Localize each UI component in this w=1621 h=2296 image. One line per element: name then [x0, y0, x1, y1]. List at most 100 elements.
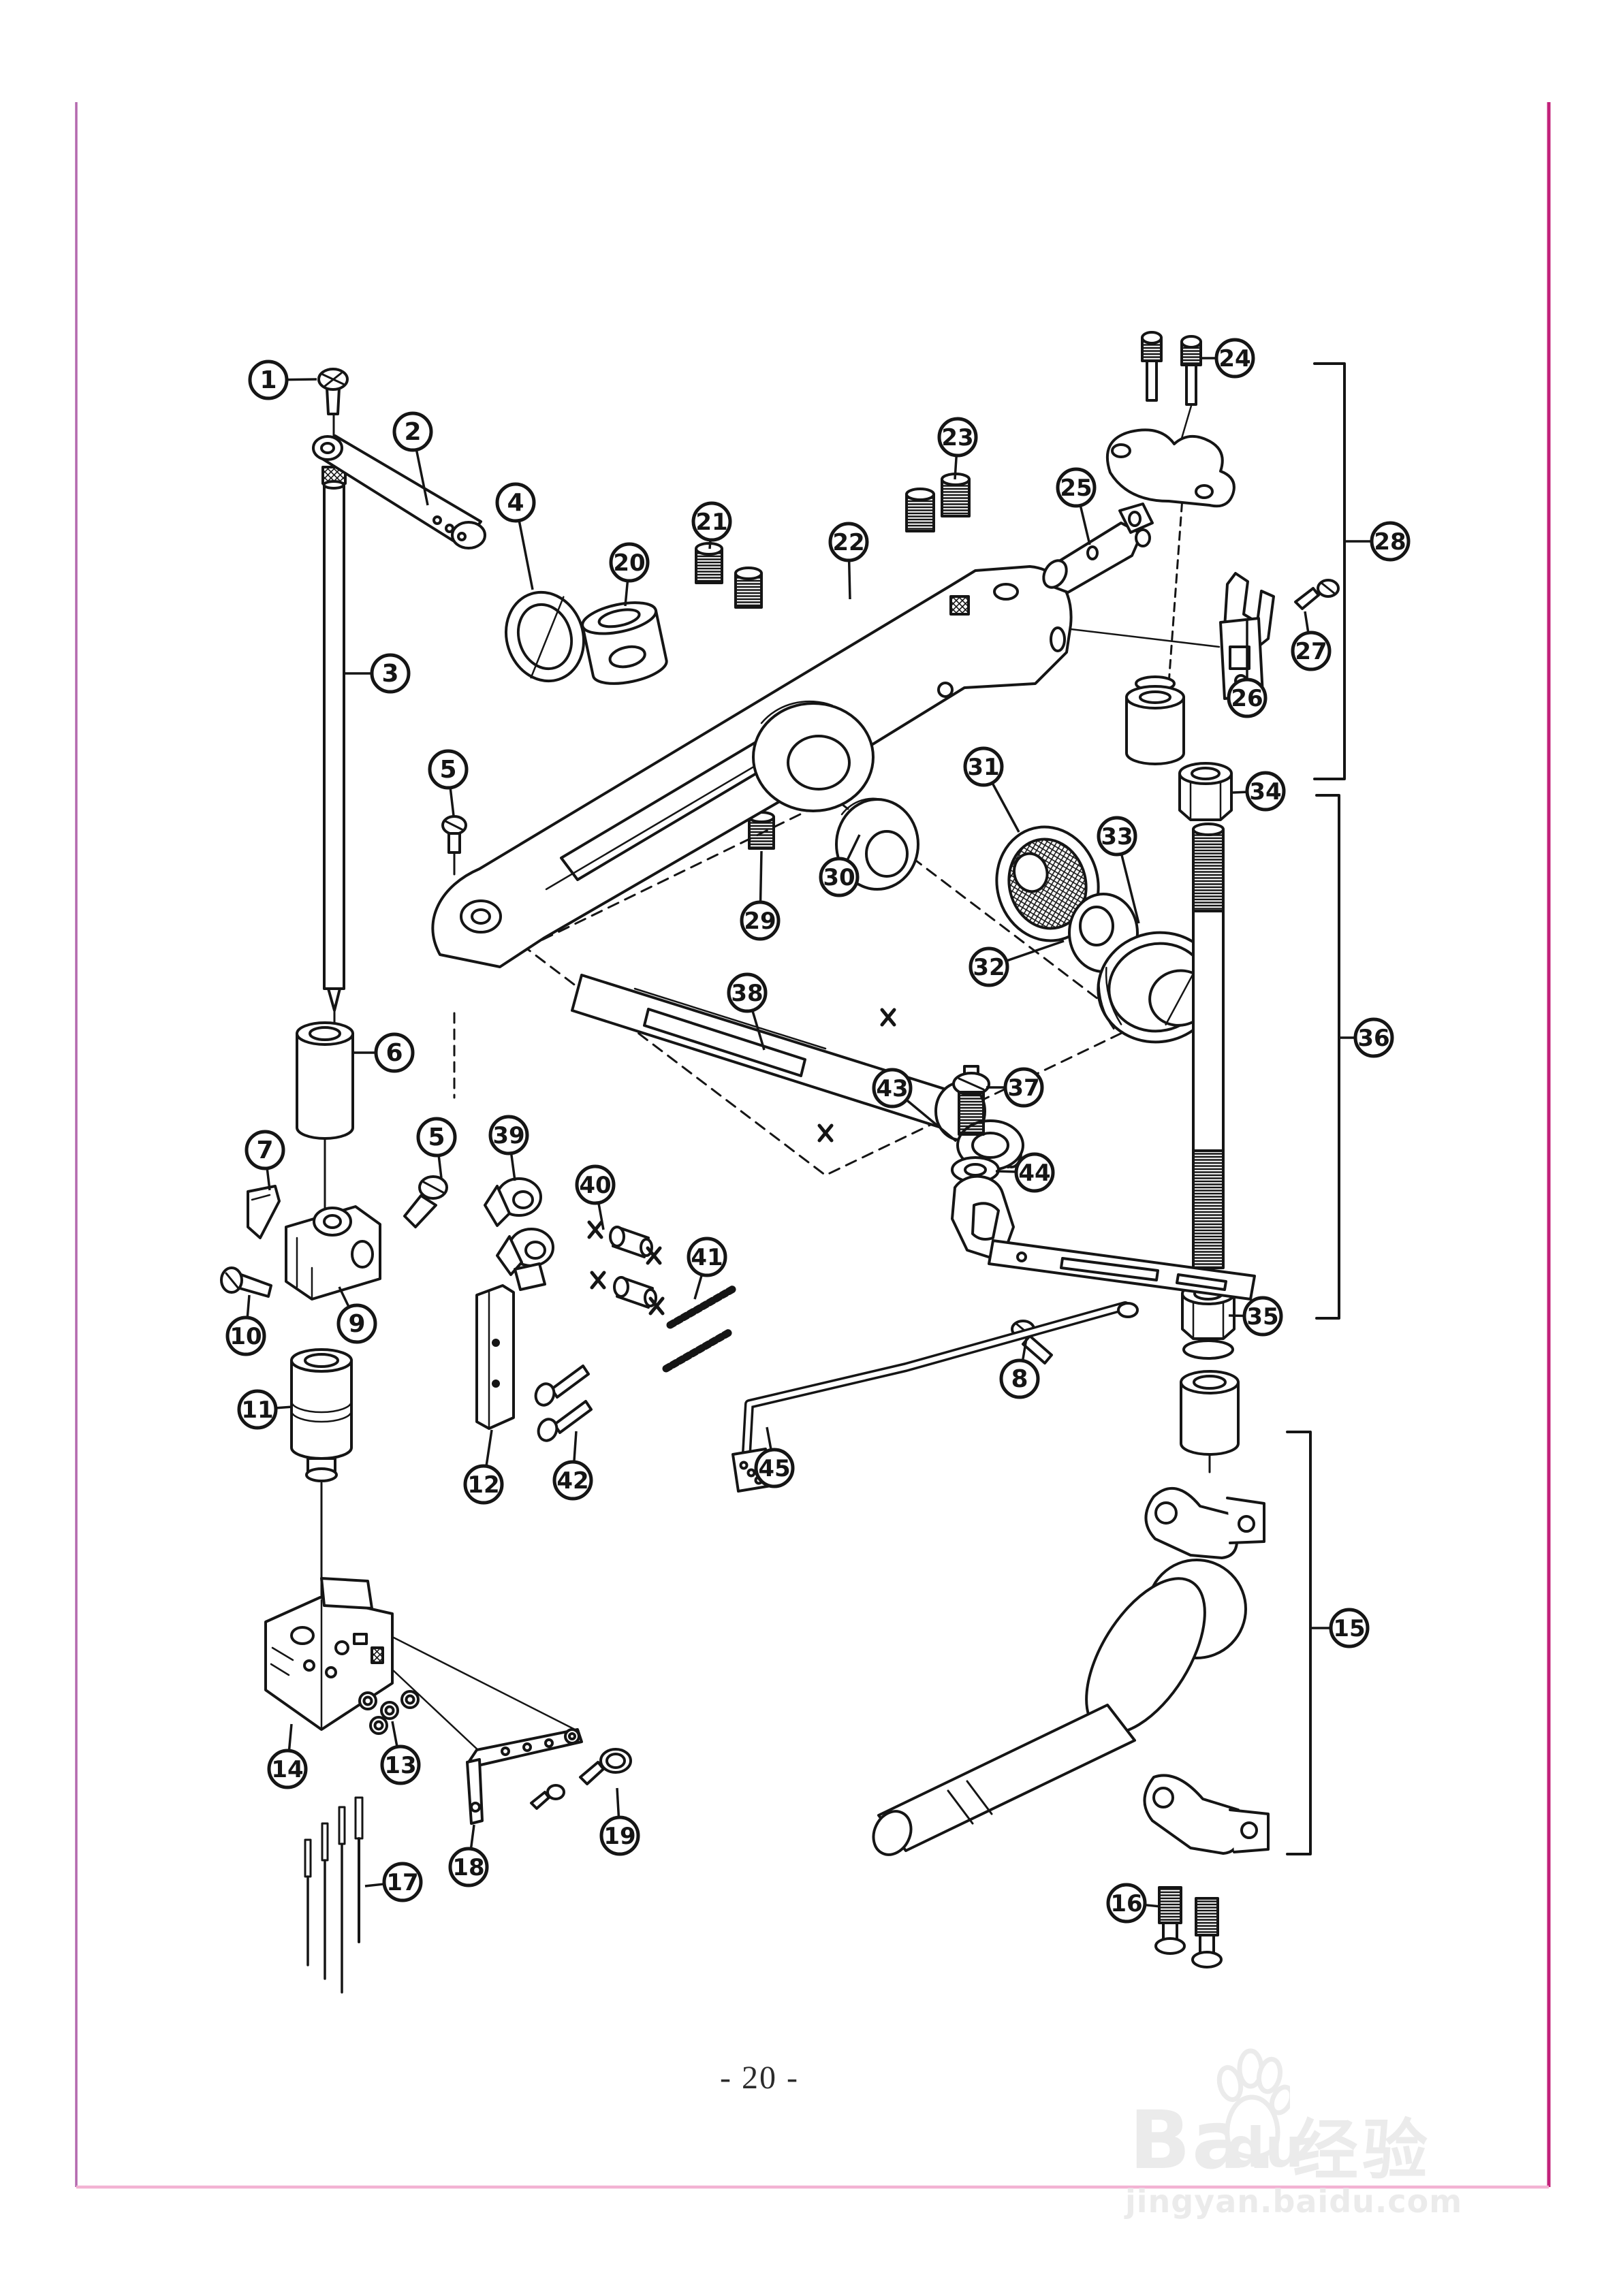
callout-7: 7: [247, 1132, 283, 1190]
svg-text:5: 5: [439, 756, 456, 784]
callout-11: 11: [239, 1391, 293, 1428]
part-4-ring: [494, 582, 595, 691]
svg-text:44: 44: [1018, 1160, 1050, 1187]
svg-text:9: 9: [348, 1310, 365, 1338]
svg-text:14: 14: [271, 1756, 303, 1783]
svg-text:37: 37: [1007, 1074, 1039, 1102]
watermark-url: jingyan.baidu.com: [1125, 2183, 1384, 2220]
part-6-bushing: [297, 1023, 353, 1219]
part-16-screws: [1156, 1887, 1221, 1967]
svg-text:45: 45: [758, 1455, 790, 1482]
svg-text:32: 32: [973, 954, 1005, 981]
svg-text:40: 40: [579, 1172, 611, 1199]
part-39-yoke: [485, 1179, 553, 1290]
svg-text:33: 33: [1101, 823, 1133, 850]
part-3-rod: [323, 415, 345, 1031]
part-34-nut: [1180, 763, 1231, 820]
svg-text:31: 31: [967, 754, 999, 781]
part-11-cylinder: [292, 1350, 351, 1597]
part-7-wedge: [248, 1186, 279, 1238]
svg-text:16: 16: [1110, 1890, 1142, 1917]
callout-29: 29: [742, 851, 778, 939]
svg-text:5: 5: [428, 1123, 445, 1151]
callout-22: 22: [830, 524, 867, 599]
part-1-screw: [319, 369, 347, 414]
svg-text:26: 26: [1231, 685, 1263, 712]
part-17-needles: [305, 1798, 362, 1992]
part-20-bushing: [580, 597, 670, 689]
callout-42: 42: [554, 1431, 591, 1499]
svg-text:35: 35: [1246, 1303, 1278, 1330]
callout-28: 28: [1346, 523, 1408, 560]
callout-27: 27: [1293, 611, 1329, 669]
part-10-screw: [221, 1268, 271, 1296]
callout-6: 6: [354, 1034, 413, 1071]
svg-text:20: 20: [613, 549, 645, 577]
callout-14: 14: [269, 1724, 306, 1787]
part-18-bracket: [467, 1729, 582, 1823]
svg-text:10: 10: [230, 1323, 262, 1350]
part-27-screw: [1295, 580, 1338, 609]
parts-artwork: [221, 332, 1344, 1992]
part-37-screw: [954, 1066, 989, 1134]
part-21-setscrews: [696, 543, 761, 607]
svg-text:13: 13: [384, 1752, 416, 1779]
callout-15: 15: [1310, 1610, 1368, 1646]
svg-text:1: 1: [259, 366, 277, 394]
page-frame: [76, 102, 1549, 2187]
callout-4: 4: [497, 484, 534, 590]
svg-text:25: 25: [1060, 475, 1092, 502]
svg-text:30: 30: [823, 864, 855, 891]
svg-text:21: 21: [695, 509, 727, 536]
svg-text:36: 36: [1357, 1025, 1389, 1052]
callout-17: 17: [365, 1864, 421, 1900]
callout-36: 36: [1340, 1019, 1392, 1056]
callout-25: 25: [1058, 469, 1095, 545]
part-12-bar: [477, 1286, 514, 1429]
callout-18: 18: [450, 1825, 487, 1885]
callout-1: 1: [250, 362, 317, 398]
svg-text:28: 28: [1374, 528, 1406, 556]
callout-31: 31: [965, 748, 1019, 832]
callout-10: 10: [227, 1295, 264, 1354]
callout-37: 37: [986, 1069, 1042, 1106]
callout-23: 23: [939, 419, 976, 479]
callout-40: 40: [577, 1166, 614, 1230]
svg-text:22: 22: [832, 529, 864, 556]
svg-text:3: 3: [381, 660, 398, 688]
watermark-jingyan-cjk: 经验: [1293, 2097, 1432, 2192]
callout-41: 41: [689, 1239, 725, 1299]
part-9-block: [286, 1207, 380, 1299]
svg-text:42: 42: [556, 1467, 588, 1495]
svg-text:2: 2: [404, 418, 421, 446]
part-41-pins: [666, 1288, 734, 1369]
svg-text:29: 29: [744, 908, 776, 935]
part-5b-screw: [405, 1177, 447, 1227]
callout-9: 9: [339, 1287, 375, 1342]
callout-35: 35: [1229, 1298, 1281, 1335]
callout-20: 20: [611, 544, 648, 606]
svg-text:34: 34: [1249, 778, 1281, 806]
callout-3: 3: [343, 655, 409, 692]
part-26-bracket: [1127, 573, 1274, 764]
callout-16: 16: [1108, 1885, 1161, 1922]
svg-text:24: 24: [1218, 345, 1250, 372]
part-23-setscrews: [907, 474, 969, 531]
svg-text:39: 39: [492, 1122, 524, 1149]
callout-39: 39: [490, 1117, 527, 1181]
part-13-nuts: [360, 1691, 418, 1734]
svg-text:17: 17: [386, 1869, 418, 1896]
part-15-crankshaft: [866, 1371, 1268, 1861]
callout-12: 12: [465, 1430, 502, 1503]
svg-text:7: 7: [256, 1136, 273, 1164]
svg-text:8: 8: [1011, 1365, 1028, 1393]
callout-5: 5: [418, 1119, 455, 1178]
svg-text:19: 19: [603, 1823, 635, 1850]
callout-5: 5: [430, 751, 467, 816]
svg-text:41: 41: [691, 1244, 723, 1271]
part-19-screws: [531, 1749, 631, 1808]
callout-34: 34: [1233, 773, 1284, 810]
page-number: - 20 -: [691, 2059, 828, 2096]
svg-text:15: 15: [1333, 1615, 1365, 1642]
